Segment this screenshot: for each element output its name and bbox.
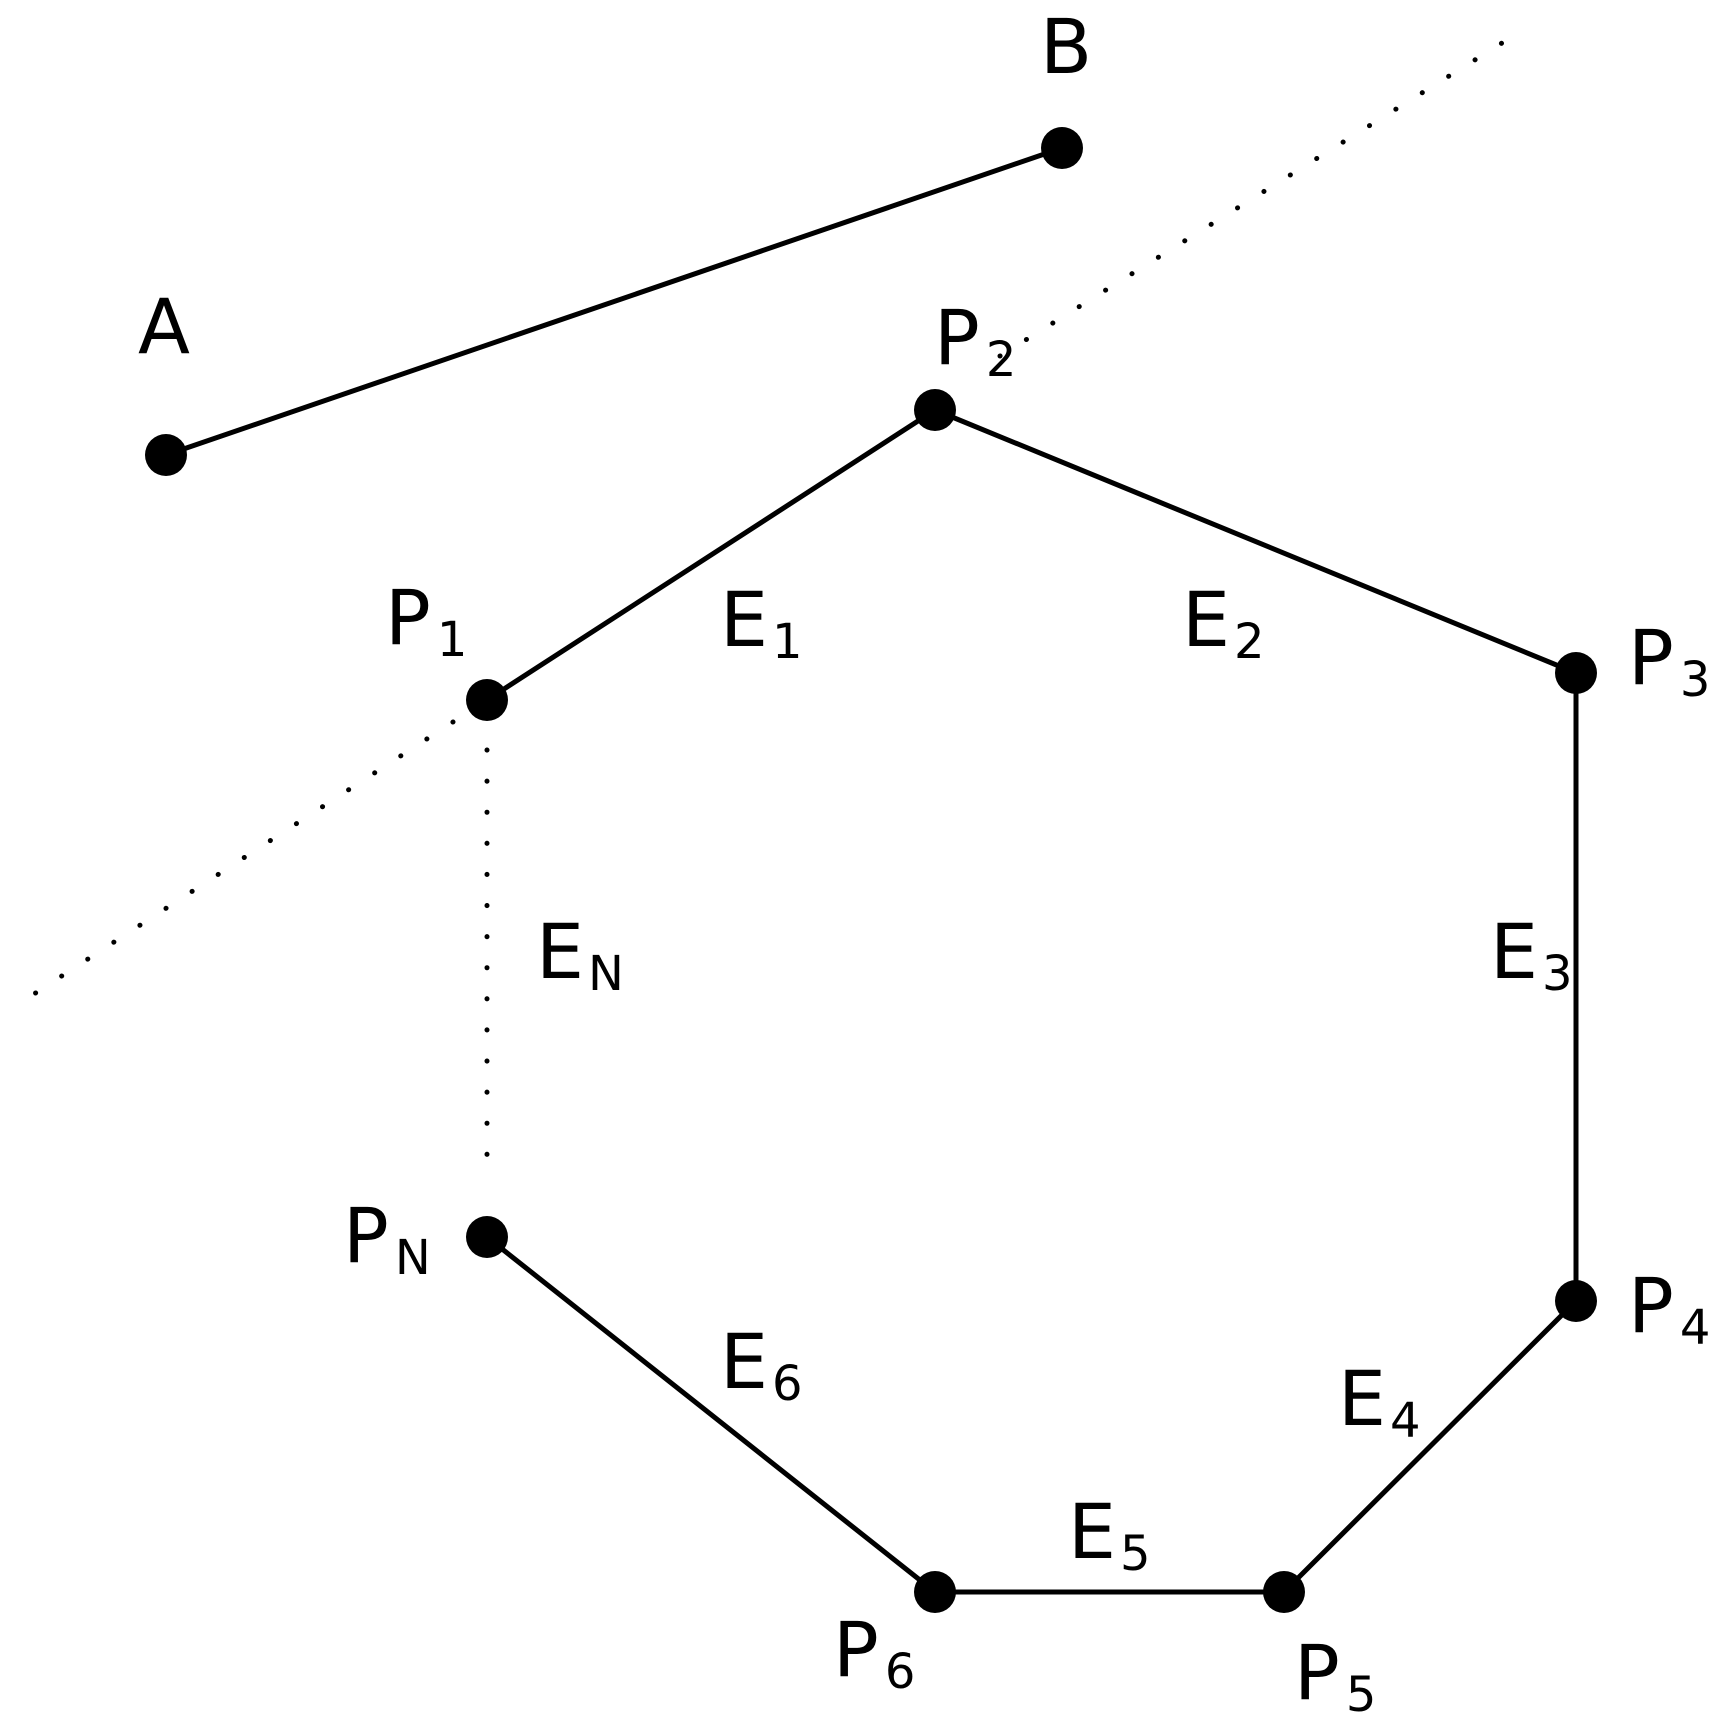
dotted-extension-lower bbox=[11, 719, 456, 1010]
vertex-a bbox=[145, 434, 187, 476]
label-a: A bbox=[138, 282, 190, 371]
edge-e1 bbox=[484, 407, 938, 703]
vertex-b bbox=[1041, 127, 1083, 169]
label-b: B bbox=[1040, 2, 1092, 91]
vertex-p2 bbox=[914, 389, 956, 431]
vertex-p1 bbox=[466, 679, 508, 721]
label-e6: E6 bbox=[720, 1317, 803, 1412]
label-e4: E4 bbox=[1338, 1354, 1421, 1449]
edge-e4 bbox=[1281, 1298, 1579, 1595]
segment-ab bbox=[163, 145, 1065, 458]
vertex-pn bbox=[466, 1216, 508, 1258]
label-e3: E3 bbox=[1490, 907, 1573, 1002]
vertex-p6 bbox=[914, 1571, 956, 1613]
label-en: EN bbox=[536, 907, 624, 1002]
label-e2: E2 bbox=[1182, 575, 1265, 670]
label-e1: E1 bbox=[720, 575, 803, 670]
vertex-p5 bbox=[1263, 1571, 1305, 1613]
edge-e2 bbox=[932, 407, 1579, 676]
vertex-p3 bbox=[1555, 652, 1597, 694]
label-e5: E5 bbox=[1068, 1487, 1151, 1582]
edge-e6 bbox=[484, 1234, 938, 1595]
vertex-p4 bbox=[1555, 1280, 1597, 1322]
